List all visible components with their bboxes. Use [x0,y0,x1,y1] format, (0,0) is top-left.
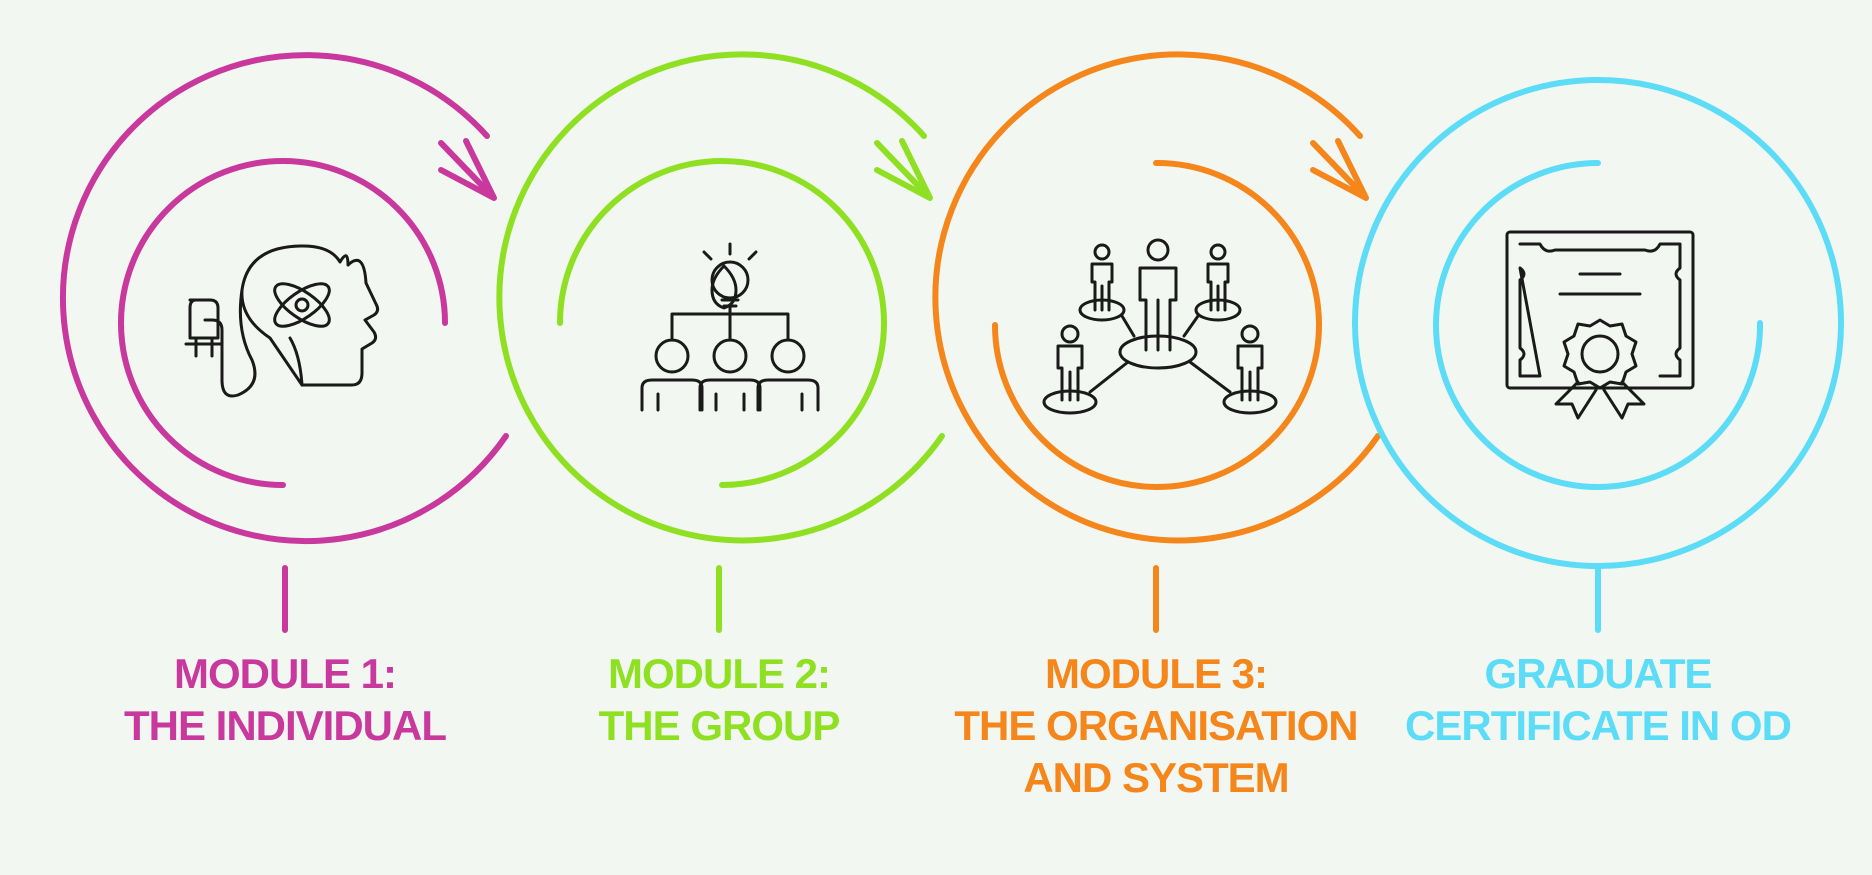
step-4-graphic [1352,77,1844,633]
step-3-outer-arc [932,51,1381,544]
head-plug-atom-icon [184,244,380,398]
step-2-graphic [496,51,945,633]
step-4-label-line1: GRADUATE [1484,650,1713,697]
step-4-label-line2: CERTIFICATE IN OD [1405,702,1792,749]
step-2-flow-arrow [874,138,933,201]
step-3-label-line1: MODULE 3: [1045,650,1268,697]
step-3-inner-arc [992,159,1322,490]
step-2-inner-arc [557,158,887,488]
idea-team-icon [640,242,820,412]
step-3-graphic [932,51,1381,633]
certificate-icon [1505,230,1695,420]
step-3-label: MODULE 3: THE ORGANISATION AND SYSTEM [936,648,1376,804]
step-2-label: MODULE 2: THE GROUP [499,648,939,752]
step-2-outer-arc [496,51,945,544]
people-network-icon [1042,238,1278,415]
step-1-flow-arrow [438,138,497,201]
step-1-outer-arc [59,52,509,545]
step-1-graphic [59,52,509,633]
step-4-outer-circle [1352,77,1844,569]
step-1-label-line1: MODULE 1: [174,650,397,697]
step-3-label-line2: THE ORGANISATION [954,702,1358,749]
step-1-label: MODULE 1: THE INDIVIDUAL [65,648,505,752]
step-3-flow-arrow [1310,138,1369,201]
step-3-label-line3: AND SYSTEM [1023,754,1289,801]
step-2-label-line2: THE GROUP [598,702,841,749]
step-2-label-line1: MODULE 2: [608,650,831,697]
step-4-label: GRADUATE CERTIFICATE IN OD [1378,648,1818,752]
step-4-inner-arc [1433,160,1764,490]
step-1-label-line2: THE INDIVIDUAL [124,702,447,749]
step-1-inner-arc [118,158,448,488]
